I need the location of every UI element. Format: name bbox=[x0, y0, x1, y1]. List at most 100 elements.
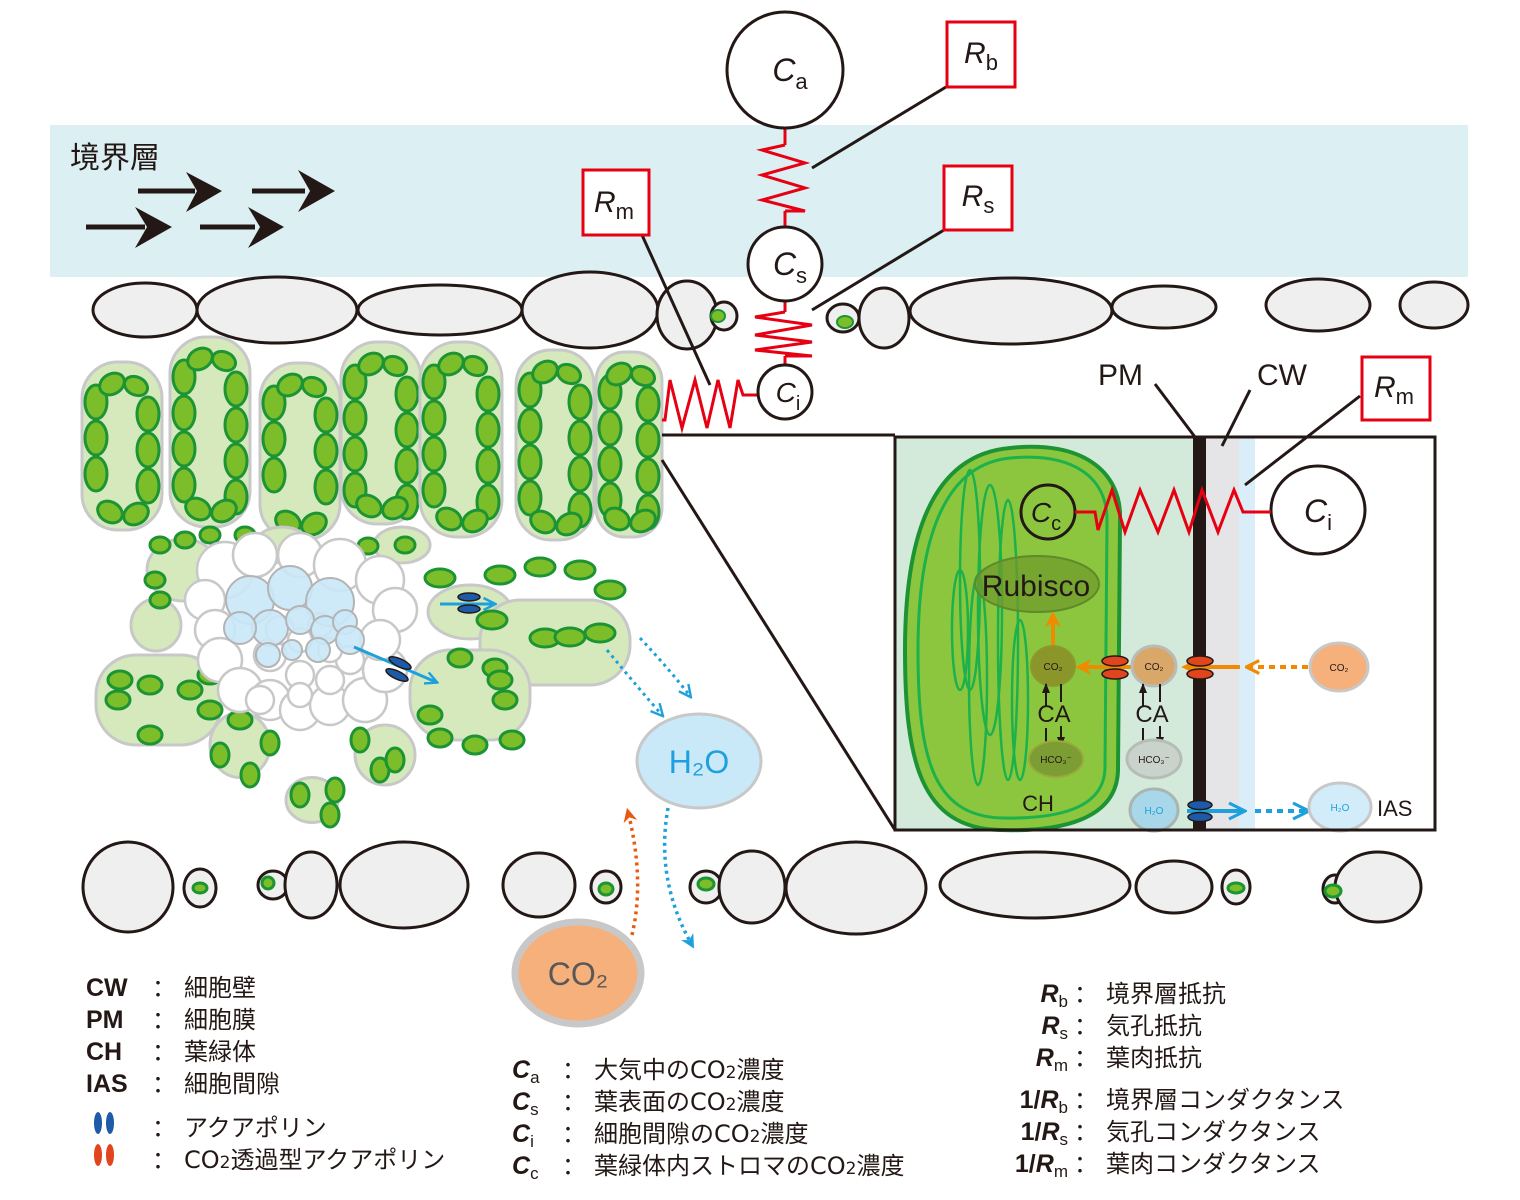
chloroplast-icon bbox=[553, 626, 587, 648]
legend-row-rs: Rs：気孔抵抗 bbox=[1041, 1012, 1202, 1043]
chloroplast-icon bbox=[223, 370, 249, 408]
chloroplast-icon bbox=[198, 525, 222, 545]
leaf-h2o-label: H₂O bbox=[669, 744, 729, 780]
cw-label: CW bbox=[1257, 359, 1308, 392]
chloroplast-icon bbox=[394, 375, 420, 413]
chloroplast-icon bbox=[122, 501, 150, 527]
chloroplast-icon bbox=[148, 590, 172, 610]
rs-callout-label: Rs bbox=[962, 180, 995, 218]
chloroplast-icon bbox=[83, 455, 109, 493]
ca-enzyme-chloroplast: CA bbox=[1037, 701, 1070, 728]
chloroplast-icon bbox=[289, 781, 311, 809]
legend-row-cw: CW：細胞壁 bbox=[86, 974, 256, 1002]
chloroplast-icon bbox=[342, 399, 368, 437]
chloroplast-icon bbox=[563, 559, 597, 581]
leaf-co2-bubble bbox=[511, 918, 645, 1028]
aquaporin-icon bbox=[385, 668, 409, 682]
vascular-cell bbox=[314, 664, 346, 696]
pm-label: PM bbox=[1098, 359, 1143, 392]
chloroplast-icon bbox=[173, 530, 197, 550]
chloroplast-icon bbox=[357, 351, 385, 377]
ca-node bbox=[725, 10, 845, 130]
legend-abbreviations: CW：細胞壁 PM：細胞膜 CH：葉緑体 IAS：細胞間隙 ：アクアポリン ：C… bbox=[86, 968, 445, 1174]
svg-text:H₂O: H₂O bbox=[1145, 806, 1164, 817]
leaf-co2-label: CO₂ bbox=[548, 956, 608, 992]
chloroplast-icon bbox=[259, 729, 281, 757]
rm-inset-callout-label: Rm bbox=[1374, 371, 1414, 409]
chloroplast-icon bbox=[98, 371, 126, 397]
ci-node-leaf bbox=[756, 363, 814, 421]
vascular-cell bbox=[231, 531, 279, 579]
chloroplast-icon bbox=[186, 346, 214, 372]
chloroplast-icon bbox=[342, 435, 368, 473]
chloroplast-icon bbox=[313, 468, 339, 506]
chloroplast-icon bbox=[475, 447, 501, 485]
hco3-chloroplast bbox=[1028, 740, 1084, 778]
co2-ias bbox=[1308, 641, 1370, 693]
wind-arrow-icon bbox=[86, 207, 172, 248]
palisade-mesophyll bbox=[80, 335, 664, 542]
chloroplast-icon bbox=[446, 647, 474, 669]
rs-callout-box bbox=[942, 164, 1014, 232]
aquaporin-icon bbox=[388, 656, 412, 670]
chloroplast-icon bbox=[223, 442, 249, 480]
chloroplast-icon bbox=[104, 689, 132, 711]
ci-node-inset bbox=[1269, 464, 1367, 556]
chloroplast-icon bbox=[300, 375, 328, 399]
chloroplast-icon bbox=[136, 724, 164, 746]
xylem-vessel bbox=[255, 642, 281, 668]
xylem-vessel bbox=[223, 611, 257, 645]
chloroplast-icon bbox=[597, 409, 623, 447]
chloroplast-icon bbox=[226, 709, 254, 731]
rm-callout-box bbox=[581, 168, 651, 237]
chloroplast-icon bbox=[171, 394, 197, 432]
resistance-network: Ca Cs Ci Rb Rs Rm bbox=[581, 10, 1017, 434]
xylem-vessel bbox=[305, 637, 331, 663]
chloroplast-icon bbox=[491, 689, 519, 711]
guard-cell-chloroplasts bbox=[710, 309, 854, 329]
wind-arrow-icon bbox=[252, 170, 335, 212]
chloroplast-icon bbox=[394, 411, 420, 449]
cs-node bbox=[746, 225, 824, 303]
chloroplast-icon bbox=[567, 419, 593, 457]
chloroplast-icon bbox=[83, 419, 109, 457]
rb-resistor-icon bbox=[756, 143, 811, 213]
chloroplast-icon bbox=[313, 432, 339, 470]
aquaporin-icon bbox=[1187, 799, 1213, 823]
co2-entry-arrow bbox=[623, 807, 640, 936]
rubisco bbox=[974, 555, 1100, 613]
chloroplast-icon bbox=[629, 364, 657, 388]
chloroplast-icon bbox=[143, 570, 167, 590]
chloroplast-icon bbox=[210, 349, 238, 373]
chloroplast-icon bbox=[426, 727, 454, 749]
chloroplast-icon bbox=[461, 734, 489, 756]
chloroplast-icon bbox=[583, 622, 617, 644]
svg-text:CO₂: CO₂ bbox=[1330, 663, 1349, 674]
chloroplast-icon bbox=[593, 579, 627, 601]
chloroplast-icon bbox=[629, 508, 657, 534]
wind-arrows bbox=[86, 170, 335, 248]
hco3-cytoplasm bbox=[1125, 738, 1183, 780]
chloroplast-icon bbox=[319, 801, 341, 829]
vascular-bundle bbox=[183, 531, 419, 732]
chloroplast-icon bbox=[475, 609, 509, 631]
chloroplast-icon bbox=[421, 471, 447, 509]
legend-row-ias: IAS：細胞間隙 bbox=[86, 1070, 280, 1098]
upper-epidermis bbox=[91, 270, 1470, 351]
chloroplast-icon bbox=[210, 498, 238, 524]
chloroplast-icon bbox=[136, 674, 164, 696]
aquaporin-icon bbox=[457, 592, 481, 602]
chloroplast-icon bbox=[461, 354, 489, 378]
chloroplast-icon bbox=[437, 351, 465, 377]
chloroplast-icon bbox=[135, 467, 161, 505]
chloroplast-icon bbox=[261, 420, 287, 458]
aquaporin-icon bbox=[457, 604, 481, 614]
svg-text:CO₂: CO₂ bbox=[1145, 662, 1164, 673]
chloroplast-icon bbox=[555, 511, 583, 537]
svg-text:H₂O: H₂O bbox=[1331, 803, 1350, 814]
chloroplast-icon bbox=[531, 359, 559, 385]
